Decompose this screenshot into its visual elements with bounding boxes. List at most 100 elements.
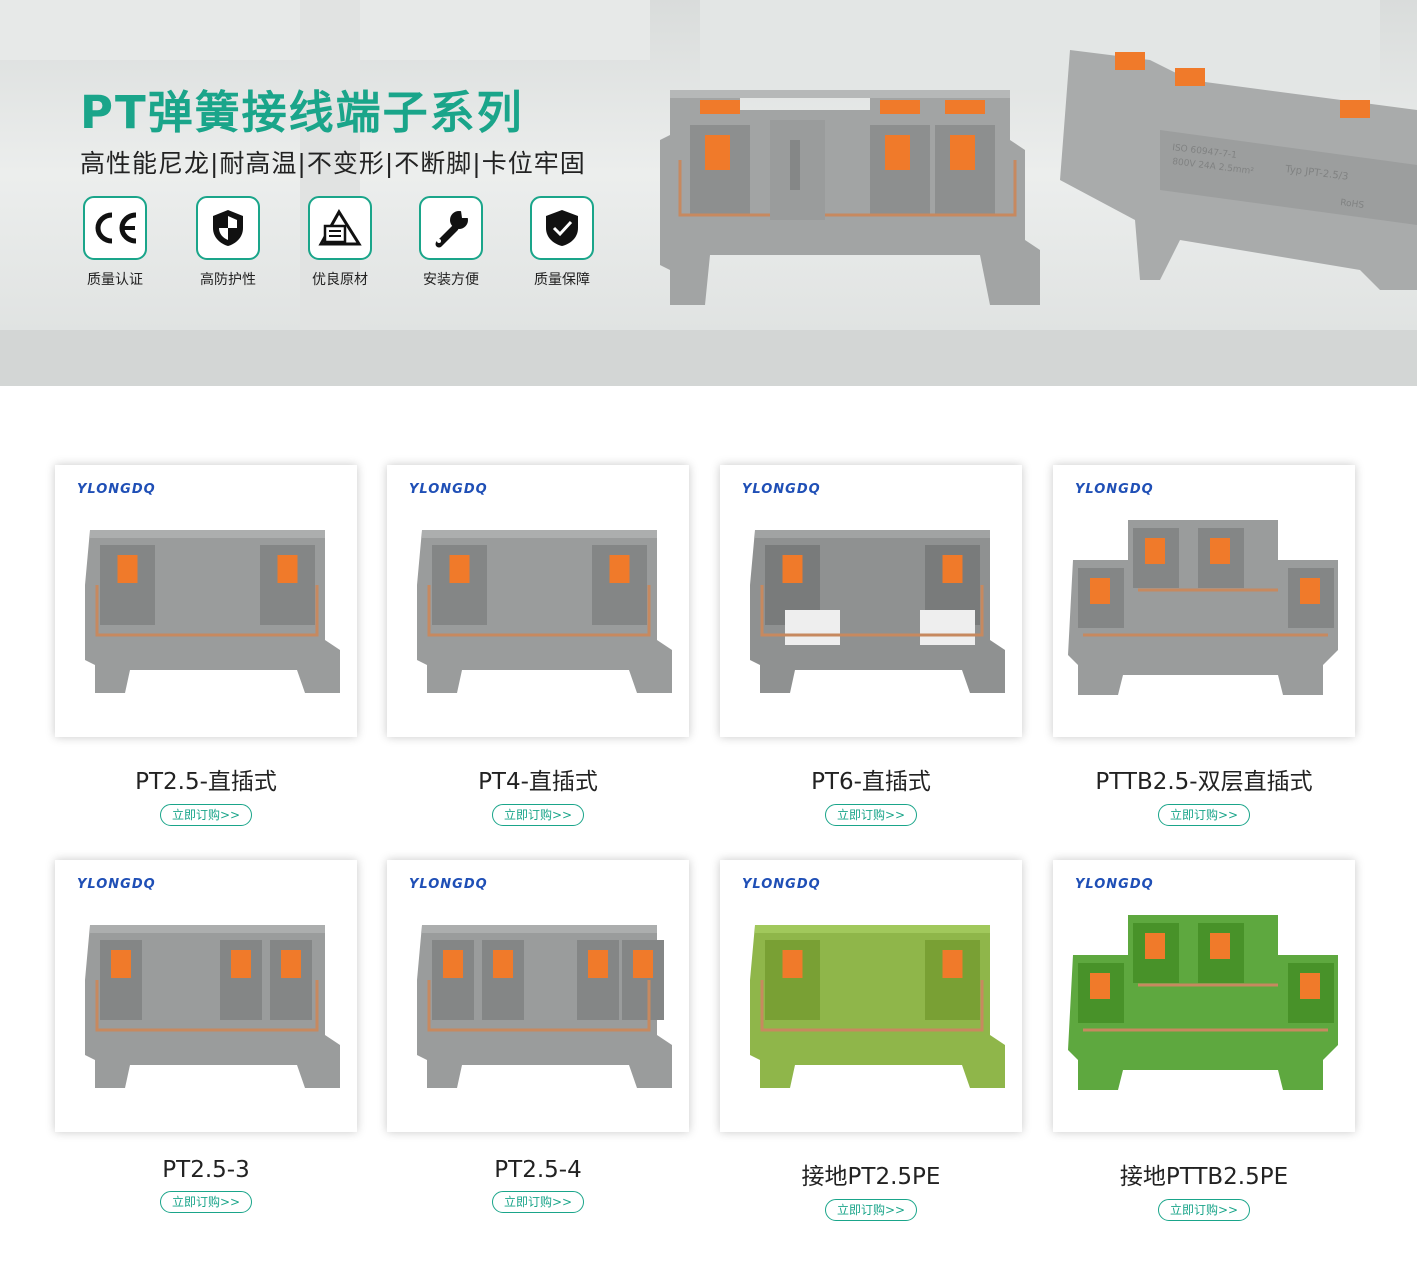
terminal-image [417,530,672,693]
hero-terminal-side-image: ISO 60947-7-1 800V 24A 2.5mm² Typ JPT-2.… [1060,50,1417,290]
terminal-image [85,530,340,693]
page-subtitle: 高性能尼龙|耐高温|不变形|不断脚|卡位牢固 [80,149,586,178]
brand-logo: YLONGDQ [409,877,488,892]
brand-logo: YLONGDQ [742,877,821,892]
order-now-button[interactable]: 立即订购>> [1158,1199,1250,1221]
product-name[interactable]: PT2.5-4 [494,1157,582,1183]
product-card[interactable]: YLONGDQ PT2.5-4 立即订购>> [387,860,689,1213]
spring-release [277,555,298,583]
spring-release [1300,578,1320,604]
brand-logo: YLONGDQ [742,482,821,497]
product-card[interactable]: YLONGDQ PT6-直插式 立即订购>> [720,465,1022,826]
product-card[interactable]: YLONGDQ PT2.5-3 立即订购>> [55,860,357,1213]
product-name[interactable]: 接地PT2.5PE [801,1164,941,1190]
product-photo[interactable]: YLONGDQ [1053,860,1355,1132]
spring-release [449,555,470,583]
feature-quality-cert: 质量认证 [70,196,160,289]
bridge-bar [427,980,651,1032]
product-photo[interactable]: YLONGDQ [387,465,689,737]
spring-release [281,950,301,978]
product-card[interactable]: YLONGDQ PTTB2.5-双层直插式 立即订购>> [1053,465,1355,826]
hero-banner: PT弹簧接线端子系列 高性能尼龙|耐高温|不变形|不断脚|卡位牢固 质量认证 高… [0,0,1417,386]
bridge-bar [427,585,651,637]
feature-label: 安装方便 [423,272,479,288]
spring-release [1210,933,1230,959]
order-now-button[interactable]: 立即订购>> [825,804,917,826]
hero-marking-rohs: RoHS [1340,198,1365,211]
order-now-button[interactable]: 立即订购>> [492,1191,584,1213]
spring-release [633,950,653,978]
terminal-image [1068,520,1338,695]
spring-release [111,950,131,978]
brand-logo: YLONGDQ [1075,877,1154,892]
order-now-button[interactable]: 立即订购>> [1158,804,1250,826]
terminal-top [422,530,657,538]
bridge-bar [760,585,984,637]
product-card[interactable]: YLONGDQ PT2.5-直插式 立即订购>> [55,465,357,826]
spring-release [1300,973,1320,999]
terminal-image [85,925,340,1088]
product-card[interactable]: YLONGDQ PT4-直插式 立即订购>> [387,465,689,826]
terminal-top [90,530,325,538]
wrench-icon [419,196,483,260]
background-pillar [300,0,360,386]
spring-release [1090,973,1110,999]
terminal-image [417,925,672,1088]
spring-release [231,950,251,978]
feature-material: 优良原材 [295,196,385,289]
bridge-bar [760,980,984,1032]
product-photo[interactable]: YLONGDQ [387,860,689,1132]
terminal-image [750,925,1005,1088]
background-floor [0,330,1417,386]
product-name[interactable]: PTTB2.5-双层直插式 [1095,769,1313,795]
bridge-bar [95,980,319,1032]
center-divider [175,550,235,630]
product-card[interactable]: YLONGDQ 接地PT2.5PE 立即订购>> [720,860,1022,1221]
product-name[interactable]: 接地PTTB2.5PE [1119,1164,1289,1190]
feature-protection: 高防护性 [183,196,273,289]
background-window [700,0,1380,90]
metal-plate [920,610,975,645]
order-now-button[interactable]: 立即订购>> [492,804,584,826]
order-now-button[interactable]: 立即订购>> [160,1191,252,1213]
product-card[interactable]: YLONGDQ 接地PTTB2.5PE 立即订购>> [1053,860,1355,1221]
spring-release [117,555,138,583]
bridge-bar [95,585,319,637]
terminal-top [755,530,990,538]
product-name[interactable]: PT6-直插式 [811,769,931,795]
ce-mark-icon [83,196,147,260]
feature-install: 安装方便 [406,196,496,289]
material-icon [308,196,372,260]
brand-logo: YLONGDQ [1075,482,1154,497]
order-now-button[interactable]: 立即订购>> [160,804,252,826]
terminal-top [422,925,657,933]
feature-label: 质量认证 [87,272,143,288]
spring-release [609,555,630,583]
spring-release [1090,578,1110,604]
product-photo[interactable]: YLONGDQ [55,465,357,737]
spring-release [493,950,513,978]
terminal-image [750,530,1005,693]
center-divider [507,550,567,630]
brand-logo: YLONGDQ [409,482,488,497]
product-photo[interactable]: YLONGDQ [55,860,357,1132]
spring-release [1145,538,1165,564]
metal-plate [785,610,840,645]
hero-terminal-front-image [660,90,1040,305]
product-name[interactable]: PT2.5-直插式 [135,769,277,795]
shield-check-icon [530,196,594,260]
product-name[interactable]: PT4-直插式 [478,769,598,795]
spring-release [588,950,608,978]
product-name[interactable]: PT2.5-3 [162,1157,250,1183]
product-photo[interactable]: YLONGDQ [720,860,1022,1132]
spring-release [942,950,963,978]
spring-release [443,950,463,978]
order-now-button[interactable]: 立即订购>> [825,1199,917,1221]
feature-label: 高防护性 [200,272,256,288]
center-divider [840,945,900,1025]
brand-logo: YLONGDQ [77,877,156,892]
product-photo[interactable]: YLONGDQ [1053,465,1355,737]
page-title: PT弹簧接线端子系列 [80,86,524,139]
spring-release [782,950,803,978]
product-photo[interactable]: YLONGDQ [720,465,1022,737]
